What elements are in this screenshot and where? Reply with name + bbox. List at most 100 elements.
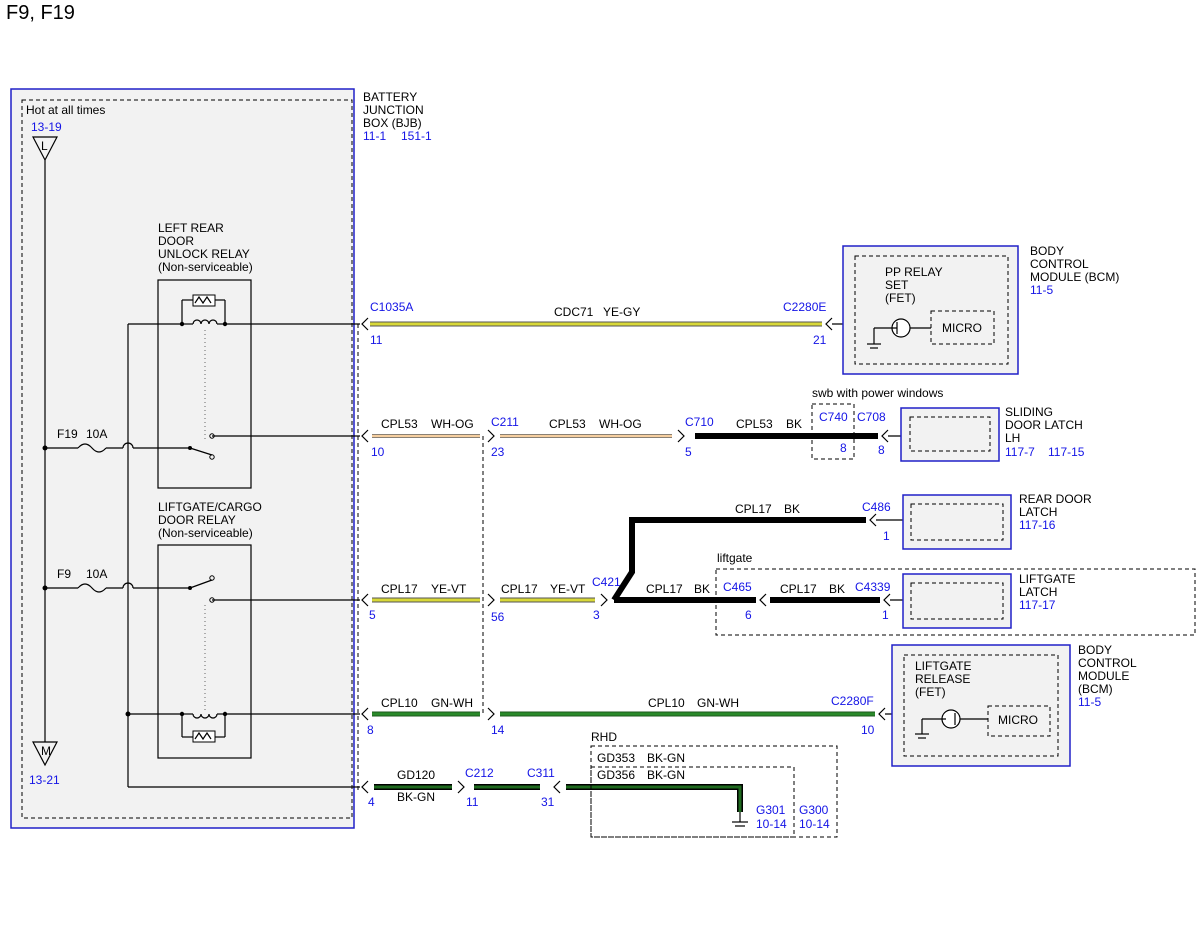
connector-c1035a[interactable]: C1035A xyxy=(370,300,413,314)
relay-coil-icon xyxy=(179,711,228,743)
circuit-label: CPL17 xyxy=(735,502,772,516)
sliding-door-latch: SLIDING DOOR LATCH LH 117-7 117-15 xyxy=(900,405,1085,462)
wire-color-label: GN-WH xyxy=(697,696,739,710)
pin-23: 23 xyxy=(491,445,505,459)
wire-color-label: GN-WH xyxy=(431,696,473,710)
bcm-bottom-name-3: MODULE xyxy=(1078,669,1129,683)
fuse-f9-rating: 10A xyxy=(86,567,107,581)
circuit-label: CPL10 xyxy=(381,696,418,710)
relay-lr-line-1: LEFT REAR xyxy=(158,221,224,235)
wire-cdc71: C1035A 11 CDC71 YE-GY C2280E 21 xyxy=(361,300,890,347)
pin-1: 1 xyxy=(883,529,890,543)
circuit-label: CPL53 xyxy=(381,417,418,431)
wire-color-label: YE-GY xyxy=(603,305,640,319)
micro-label: MICRO xyxy=(942,321,982,335)
swb-zone-label: swb with power windows xyxy=(812,386,943,400)
pin-6: 6 xyxy=(745,608,752,622)
bcm-top-module: MICRO PP RELAY SET (FET) BODY CONTROL MO… xyxy=(842,244,1119,375)
wire-color-label: YE-VT xyxy=(431,582,467,596)
connector-c212[interactable]: C212 xyxy=(465,766,494,780)
fuse-f19-rating: 10A xyxy=(86,427,107,441)
sliding-name-1: SLIDING xyxy=(1005,405,1053,419)
ground-g301[interactable]: G301 xyxy=(756,803,786,817)
sliding-name-3: LH xyxy=(1005,431,1020,445)
bjb-ref-2[interactable]: 151-1 xyxy=(401,129,432,143)
connector-c740[interactable]: C740 xyxy=(819,410,848,424)
relay-lr-line-3: UNLOCK RELAY xyxy=(158,247,250,261)
wire-color-label: BK xyxy=(829,582,845,596)
wire-cpl10: CPL10 GN-WH 8 14 CPL10 GN-WH C2280F 10 xyxy=(361,694,940,737)
wire-color-label: BK xyxy=(786,417,802,431)
circuit-label: CPL10 xyxy=(648,696,685,710)
pin-11: 11 xyxy=(370,333,383,347)
fuse-f19-name: F19 xyxy=(57,427,78,441)
wire-color-label: BK xyxy=(694,582,710,596)
pin-8: 8 xyxy=(840,441,847,455)
bjb-name-2: JUNCTION xyxy=(363,103,424,117)
bcm-top-inner-2: SET xyxy=(885,278,909,292)
connector-c4339[interactable]: C4339 xyxy=(855,580,891,594)
connector-c710[interactable]: C710 xyxy=(685,415,714,429)
bjb-internal-wiring: F19 10A F9 10A xyxy=(42,323,360,788)
pin-10: 10 xyxy=(371,445,385,459)
bcm-bottom-ref[interactable]: 11-5 xyxy=(1078,695,1101,709)
connector-c486[interactable]: C486 xyxy=(862,500,891,514)
relay-lg-line-2: DOOR RELAY xyxy=(158,513,236,527)
bjb-ref-1[interactable]: 11-1 xyxy=(363,129,386,143)
connector-c311[interactable]: C311 xyxy=(527,766,555,780)
bcm-bottom-inner-1: LIFTGATE xyxy=(915,659,971,673)
circuit-label: CPL17 xyxy=(646,582,683,596)
circuit-label: CDC71 xyxy=(554,305,594,319)
bcm-bottom-inner-2: RELEASE xyxy=(915,672,970,686)
bcm-top-inner-1: PP RELAY xyxy=(885,265,943,279)
bottom-ref-link[interactable]: 13-21 xyxy=(29,773,60,787)
wire-color-label: WH-OG xyxy=(599,417,642,431)
pin-8: 8 xyxy=(367,723,374,737)
fuse-f19-icon xyxy=(77,443,107,453)
connector-c708[interactable]: C708 xyxy=(857,410,886,424)
circuit-label: CPL17 xyxy=(501,582,538,596)
bcm-top-ref[interactable]: 11-5 xyxy=(1030,283,1053,297)
connector-c465[interactable]: C465 xyxy=(723,580,752,594)
connector-arrow-icon xyxy=(825,317,833,331)
bottom-arrow-icon xyxy=(32,741,58,767)
rhd-zone-label: RHD xyxy=(591,730,617,744)
bcm-bottom-name-1: BODY xyxy=(1078,643,1112,657)
page-title: F9, F19 xyxy=(6,2,75,24)
pin-3: 3 xyxy=(593,608,600,622)
connector-c2280e[interactable]: C2280E xyxy=(783,300,826,314)
fuse-f9-name: F9 xyxy=(57,567,71,581)
pin-21: 21 xyxy=(813,333,827,347)
rear-latch-name-1: REAR DOOR xyxy=(1019,492,1092,506)
sliding-ref-2[interactable]: 117-15 xyxy=(1048,445,1085,459)
wire-ground: GD120 BK-GN 4 C212 11 C311 31 RHD GD353 … xyxy=(361,730,838,838)
liftgate-relay: LIFTGATE/CARGO DOOR RELAY (Non-serviceab… xyxy=(157,500,262,759)
pin-14: 14 xyxy=(491,723,505,737)
bottom-letter: M xyxy=(41,744,51,758)
liftgate-latch-ref[interactable]: 117-17 xyxy=(1019,598,1056,612)
pin-5: 5 xyxy=(685,445,692,459)
sliding-ref-1[interactable]: 117-7 xyxy=(1005,445,1035,459)
pin-10: 10 xyxy=(861,723,875,737)
rear-door-latch: REAR DOOR LATCH 117-16 xyxy=(902,492,1092,550)
wire-color-label: BK xyxy=(784,502,800,516)
rear-latch-ref[interactable]: 117-16 xyxy=(1019,518,1056,532)
bcm-top-name-1: BODY xyxy=(1030,244,1064,258)
ground-g300-ref[interactable]: 10-14 xyxy=(799,817,830,831)
fuse-f9-icon xyxy=(77,583,107,593)
liftgate-zone-label: liftgate xyxy=(717,551,753,565)
connector-c421[interactable]: C421 xyxy=(592,575,621,589)
ground-g300[interactable]: G300 xyxy=(799,803,829,817)
circuit-label: GD356 xyxy=(597,768,635,782)
bcm-top-name-3: MODULE (BCM) xyxy=(1030,270,1119,284)
connector-c2280f[interactable]: C2280F xyxy=(831,694,874,708)
connector-c211[interactable]: C211 xyxy=(491,415,519,429)
relay-lr-line-4: (Non-serviceable) xyxy=(158,260,253,274)
relay-lg-line-1: LIFTGATE/CARGO xyxy=(158,500,262,514)
top-letter: L xyxy=(41,139,48,153)
wire-color-label: WH-OG xyxy=(431,417,474,431)
rear-latch-name-2: LATCH xyxy=(1019,505,1057,519)
top-ref-link[interactable]: 13-19 xyxy=(31,120,62,134)
ground-g301-ref[interactable]: 10-14 xyxy=(756,817,787,831)
circuit-label: GD353 xyxy=(597,751,635,765)
